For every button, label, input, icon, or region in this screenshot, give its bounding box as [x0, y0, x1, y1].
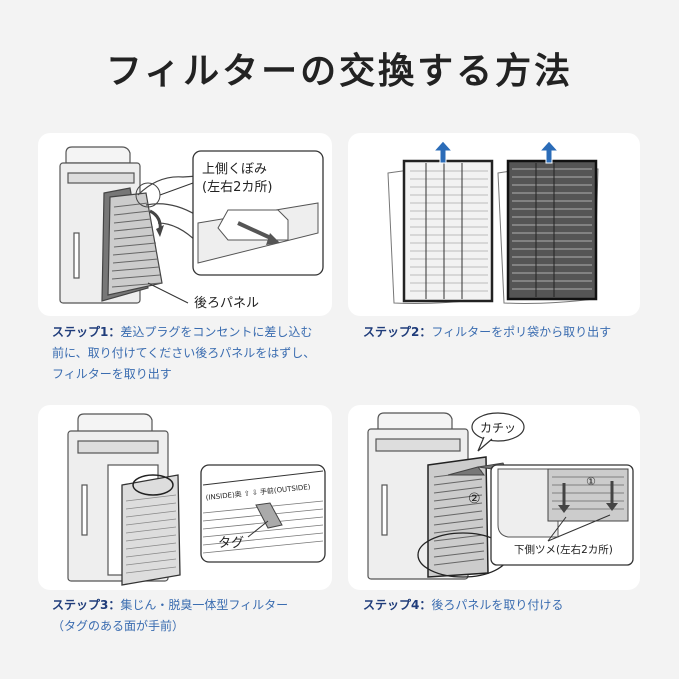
filter-white-side — [387, 140, 494, 304]
recess-inset: 上側くぼみ (左右2カ所) — [192, 150, 324, 276]
step-3-text-line1: 集じん・脱臭一体型フィルター — [120, 598, 289, 612]
step-4-text-line1: 後ろパネルを取り付ける — [431, 598, 564, 612]
page-title: フィルターの交換する方法 — [105, 51, 574, 92]
step-1-text-line3: フィルターを取り出す — [52, 367, 172, 381]
step-2-caption: ステップ2：フィルターをポリ袋から取り出す — [363, 322, 643, 343]
tag-label: タグ — [218, 536, 244, 551]
step-2-text-line1: フィルターをポリ袋から取り出す — [431, 325, 612, 339]
step-3-text-line2: （タグのある面が手前） — [52, 619, 185, 633]
step-number-2: ② — [468, 491, 481, 507]
recess-label-line2: (左右2カ所) — [202, 180, 272, 195]
step-1-caption: ステップ1：差込プラグをコンセントに差し込む 前に、取り付けてください後ろパネル… — [52, 322, 332, 385]
filter-dark-side — [497, 140, 599, 304]
bottom-tabs-label: 下側ツメ(左右2カ所) — [514, 543, 613, 556]
step-2-illustration — [348, 133, 640, 316]
step-3-label: ステップ3： — [52, 598, 121, 612]
rear-panel-label: 後ろパネル — [194, 296, 259, 311]
step-4-label: ステップ4： — [363, 598, 432, 612]
dust-deodorizing-filter — [121, 474, 181, 586]
rear-panel — [417, 456, 509, 578]
step-3-caption: ステップ3：集じん・脱臭一体型フィルター （タグのある面が手前） — [52, 595, 332, 637]
step-1-label: ステップ1： — [52, 325, 121, 339]
step-3-illustration: (INSIDE)奥 ⇧ ⇩ 手前(OUTSIDE) タグ — [38, 405, 332, 590]
step-1-text-line2: 前に、取り付けてください後ろパネルをはずし、 — [52, 346, 316, 360]
step-4-caption: ステップ4：後ろパネルを取り付ける — [363, 595, 643, 616]
click-sound-label: カチッ — [480, 421, 516, 435]
arrow-up-icon — [432, 140, 454, 164]
step-1-text-line1: 差込プラグをコンセントに差し込む — [120, 325, 313, 339]
recess-label-line1: 上側くぼみ — [202, 162, 267, 177]
arrow-up-icon — [538, 140, 560, 164]
step-1-illustration: 上側くぼみ (左右2カ所) 後ろパネル — [38, 133, 332, 316]
step-4-illustration: ② カチッ ① 下側ツメ(左右2カ所) — [348, 405, 640, 590]
rear-panel — [101, 187, 163, 302]
step-number-1: ① — [586, 475, 596, 488]
tag-icon — [255, 502, 283, 529]
push-arrow-icon — [447, 466, 485, 476]
click-speech-bubble: カチッ — [471, 412, 525, 452]
tag-inset: (INSIDE)奥 ⇧ ⇩ 手前(OUTSIDE) タグ — [200, 464, 326, 563]
step-2-label: ステップ2： — [363, 325, 432, 339]
bottom-tabs-inset: ① 下側ツメ(左右2カ所) — [490, 464, 634, 566]
